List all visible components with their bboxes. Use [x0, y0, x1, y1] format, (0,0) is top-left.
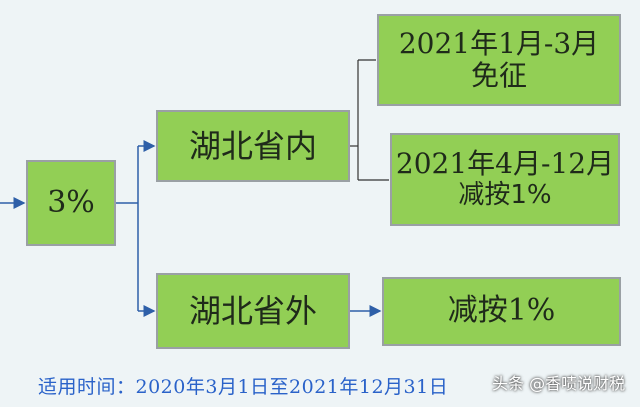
applicable-period-text: 适用时间：2020年3月1日至2021年12月31日: [38, 376, 449, 398]
leaf-q1-policy: 免征: [470, 59, 527, 92]
leaf-outside-policy: 减按1%: [447, 293, 556, 329]
leaf-q1-box: 2021年1月-3月 免征: [377, 14, 621, 106]
hubei-inside-box: 湖北省内: [156, 110, 350, 182]
outside-label: 湖北省外: [188, 291, 317, 330]
root-label: 3%: [47, 184, 95, 220]
leaf-apr-dec-policy: 减按1%: [458, 179, 552, 210]
leaf-apr-dec-period: 2021年4月-12月: [395, 147, 615, 181]
leaf-outside-box: 减按1%: [382, 277, 621, 346]
rate-root-box: 3%: [26, 160, 116, 246]
watermark: 头条 @香啧说财税: [492, 374, 626, 393]
leaf-q1-period: 2021年1月-3月: [398, 26, 600, 60]
inside-label: 湖北省内: [188, 126, 317, 165]
leaf-apr-dec-box: 2021年4月-12月 减按1%: [390, 133, 620, 226]
hubei-outside-box: 湖北省外: [156, 273, 350, 349]
